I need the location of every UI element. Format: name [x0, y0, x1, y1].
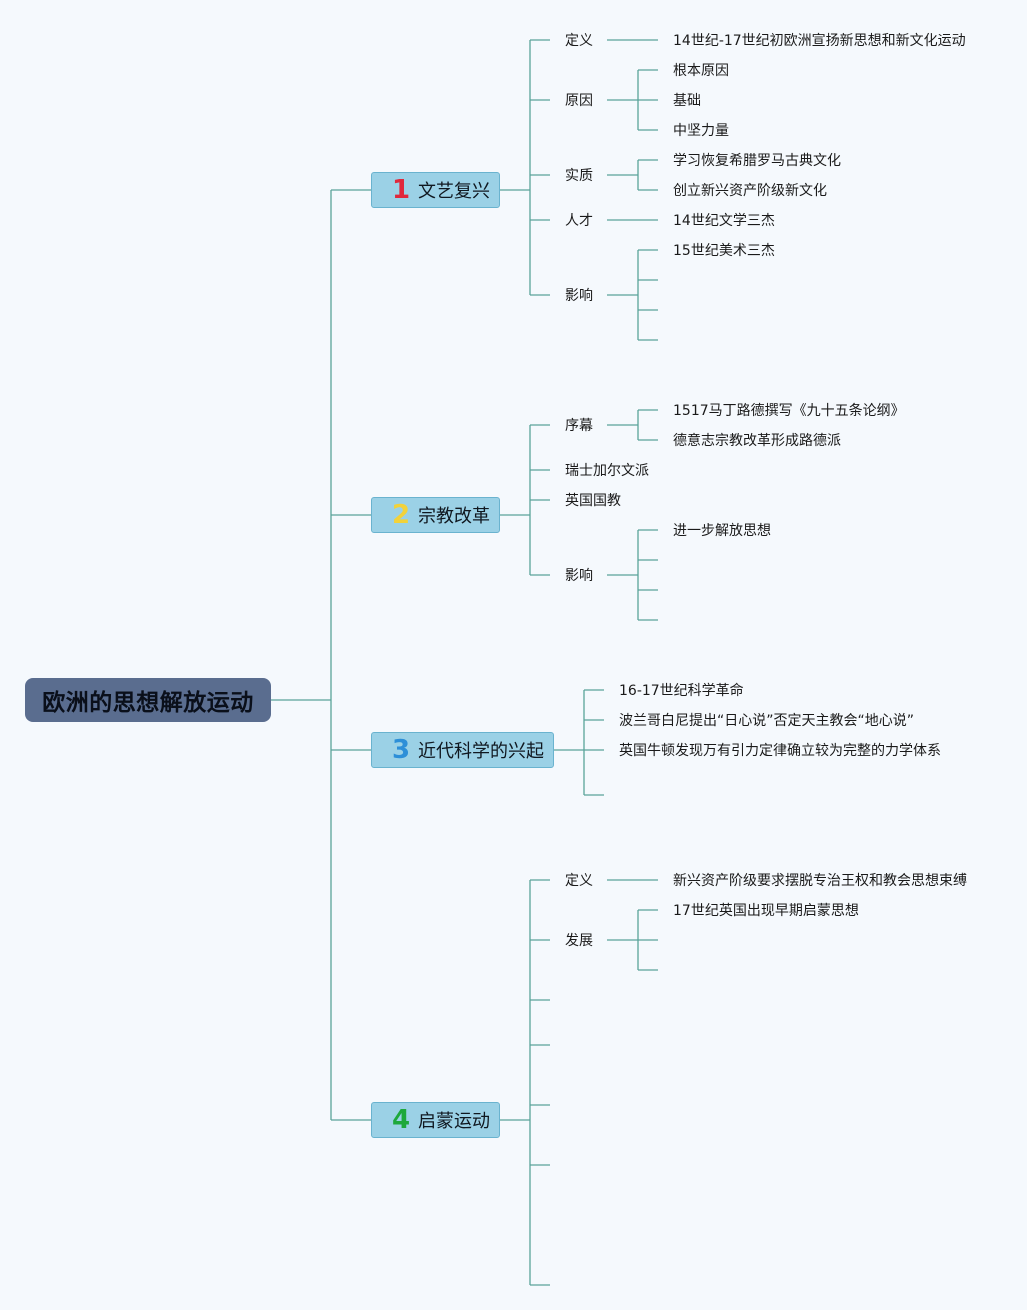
branch-number-1: 1 [391, 175, 411, 205]
item-renaissance-foundation[interactable]: 基础 [673, 93, 701, 109]
root-node[interactable]: 欧洲的思想解放运动 [25, 678, 271, 722]
root-label: 欧洲的思想解放运动 [42, 690, 254, 716]
branch-enlightenment[interactable]: 4 启蒙运动 [371, 1102, 500, 1138]
item-renaissance-literature[interactable]: 14世纪文学三杰 [673, 213, 775, 229]
item-enlightenment-england[interactable]: 17世纪英国出现早期启蒙思想 [673, 903, 859, 919]
item-science-revolution[interactable]: 16-17世纪科学革命 [619, 683, 744, 699]
item-reformation-theses[interactable]: 1517马丁路德撰写《九十五条论纲》 [673, 403, 905, 419]
branch-label-renaissance: 文艺复兴 [418, 181, 490, 202]
branch-reformation[interactable]: 2 宗教改革 [371, 497, 500, 533]
topic-renaissance-essence[interactable]: 实质 [565, 168, 593, 184]
branch-science[interactable]: 3 近代科学的兴起 [371, 732, 554, 768]
item-renaissance-definition[interactable]: 14世纪-17世纪初欧洲宣扬新思想和新文化运动 [673, 33, 966, 49]
item-renaissance-new-culture[interactable]: 创立新兴资产阶级新文化 [673, 183, 827, 199]
topic-renaissance-impact[interactable]: 影响 [565, 288, 593, 304]
topic-reformation-impact[interactable]: 影响 [565, 568, 593, 584]
item-renaissance-art[interactable]: 15世纪美术三杰 [673, 243, 775, 259]
topic-enlightenment-definition[interactable]: 定义 [565, 873, 593, 889]
branch-label-science: 近代科学的兴起 [418, 741, 544, 762]
item-renaissance-backbone[interactable]: 中坚力量 [673, 123, 729, 139]
branch-renaissance[interactable]: 1 文艺复兴 [371, 172, 500, 208]
item-science-copernicus[interactable]: 波兰哥白尼提出“日心说”否定天主教会“地心说” [619, 713, 915, 729]
branch-label-reformation: 宗教改革 [418, 506, 490, 527]
item-science-newton[interactable]: 英国牛顿发现万有引力定律确立较为完整的力学体系 [619, 743, 941, 759]
topic-reformation-prelude[interactable]: 序幕 [565, 418, 593, 434]
item-reformation-liberation[interactable]: 进一步解放思想 [673, 523, 771, 539]
topic-reformation-anglican[interactable]: 英国国教 [565, 493, 621, 509]
branch-label-enlightenment: 启蒙运动 [418, 1111, 490, 1132]
item-renaissance-classics[interactable]: 学习恢复希腊罗马古典文化 [673, 153, 841, 169]
topic-enlightenment-development[interactable]: 发展 [565, 933, 593, 949]
topic-reformation-calvinism[interactable]: 瑞士加尔文派 [565, 463, 649, 479]
topic-renaissance-cause[interactable]: 原因 [565, 93, 593, 109]
topic-renaissance-definition[interactable]: 定义 [565, 33, 593, 49]
topic-renaissance-talent[interactable]: 人才 [565, 213, 593, 229]
branch-number-4: 4 [391, 1105, 411, 1135]
branch-number-2: 2 [391, 500, 411, 530]
branch-number-3: 3 [391, 735, 411, 765]
item-enlightenment-definition[interactable]: 新兴资产阶级要求摆脱专治王权和教会思想束缚 [673, 873, 967, 889]
item-reformation-lutheran[interactable]: 德意志宗教改革形成路德派 [673, 433, 841, 449]
item-renaissance-root-cause[interactable]: 根本原因 [673, 63, 729, 79]
